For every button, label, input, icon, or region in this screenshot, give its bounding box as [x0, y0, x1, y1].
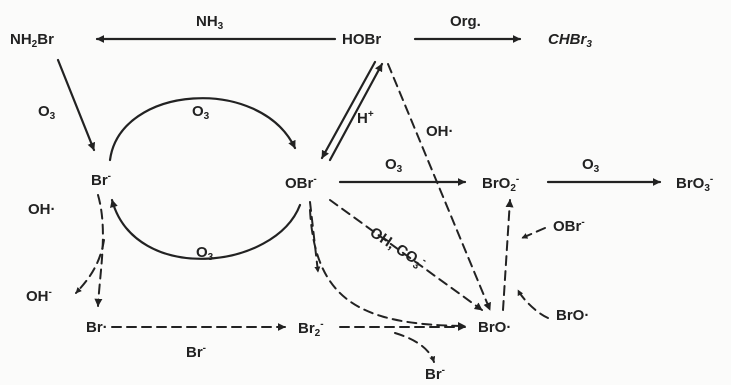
arrow-obr-to-hobr — [328, 62, 384, 162]
dashed-bro-to-bro2 — [502, 199, 514, 311]
dashed-branch-to-oh — [75, 239, 105, 294]
dashed-hobr-to-bro — [387, 63, 491, 311]
reagent-oh-minus: OH- — [26, 287, 52, 305]
reagent-oh-radical-top: OH· — [426, 123, 454, 140]
dashed-br-down — [94, 194, 104, 307]
species-br-radical: Br· — [86, 319, 108, 336]
reagent-o3-mid: O3 — [385, 156, 403, 175]
species-bro3: BrO3- — [676, 174, 714, 194]
dashed-obr-curve-to-bro — [309, 209, 466, 330]
species-bro-right: BrO· — [556, 307, 590, 324]
reagent-oh-radical-left: OH· — [28, 201, 56, 218]
arrow-nh2br-to-br — [56, 58, 96, 152]
dashed-br2-to-br-minus — [394, 332, 436, 363]
species-nh2br: NH2Br — [10, 31, 54, 50]
dashed-bro-radical-to-bro — [517, 289, 549, 319]
reagent-o3-upper-arc: O3 — [192, 103, 210, 122]
reagent-o3-left: O3 — [38, 103, 56, 122]
species-br-bottom: Br- — [425, 365, 446, 383]
species-obr-center: OBr- — [285, 174, 317, 192]
arc-br-to-obr — [108, 97, 297, 162]
dashed-obr-to-bro2-path — [521, 227, 546, 239]
dashed-obr-to-bro — [329, 199, 483, 311]
species-br2: Br2- — [298, 319, 324, 339]
arc-obr-to-br — [110, 198, 302, 260]
species-hobr: HOBr — [342, 31, 382, 48]
reagent-br-minus: Br- — [186, 343, 207, 361]
dashed-obr-to-br2 — [309, 201, 321, 273]
species-br-center: Br- — [91, 171, 112, 189]
species-bro2: BrO2- — [482, 174, 520, 194]
reagent-org: Org. — [450, 13, 481, 30]
reagent-o3-lower-arc: O3 — [196, 244, 214, 263]
reagent-h-plus: H+ — [357, 109, 374, 127]
reagent-o3-right: O3 — [582, 156, 600, 175]
species-bro-radical: BrO· — [478, 319, 512, 336]
species-obr-right: OBr- — [553, 217, 585, 235]
arrow-hobr-to-obr — [320, 60, 377, 160]
reagent-nh3: NH3 — [196, 13, 224, 32]
species-chbr3: CHBr3 — [548, 31, 592, 50]
